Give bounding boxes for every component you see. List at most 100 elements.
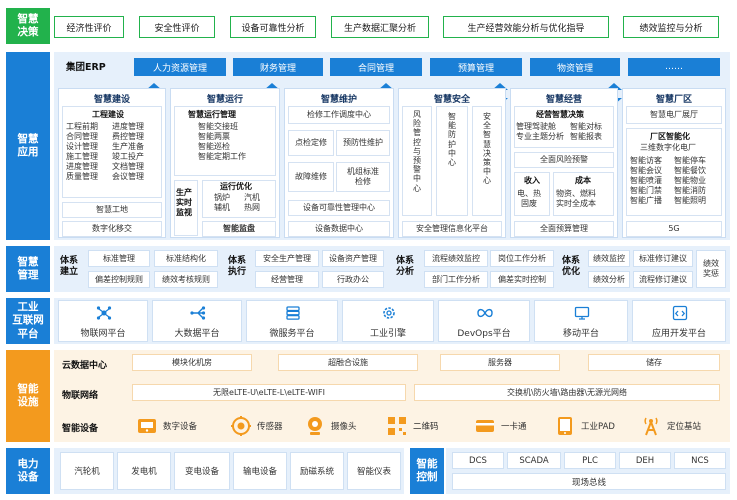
platform-iot[interactable]: 物联网平台 [58, 300, 148, 342]
mgmt-item[interactable]: 标准管理 [88, 250, 150, 267]
device-base-station-label: 定位基站 [667, 422, 702, 432]
decision-item-performance[interactable]: 绩效监控与分析 [623, 16, 719, 38]
power-meter[interactable]: 智能仪表 [347, 452, 401, 490]
decision-item-efficiency[interactable]: 生产经营效能分析与优化指导 [443, 16, 609, 38]
decision-item-economy[interactable]: 经济性评价 [54, 16, 124, 38]
device-card[interactable]: 一卡通 [474, 413, 527, 439]
construction-title: 智慧建设 [93, 95, 130, 105]
decision-item-data[interactable]: 生产数据汇聚分析 [331, 16, 429, 38]
plant-5g[interactable]: 5G [626, 221, 722, 237]
device-digital[interactable]: 数字设备 [136, 413, 197, 439]
erp-contract[interactable]: 合同管理 [330, 58, 422, 76]
platform-devops[interactable]: DevOps平台 [438, 300, 530, 342]
mgmt-item[interactable]: 标准修订建议 [633, 250, 693, 267]
device-pad[interactable]: 工业PAD [554, 413, 615, 439]
digital-handover[interactable]: 数字化移交 [62, 221, 162, 237]
maintenance-d[interactable]: 机组标准 检修 [336, 162, 390, 192]
fieldbus[interactable]: 现场总线 [452, 473, 726, 490]
smart-monitor[interactable]: 智能监盘 [202, 221, 276, 237]
device-qrcode-label: 二维码 [413, 422, 439, 432]
cloud-item[interactable]: 服务器 [440, 354, 560, 371]
erp-materials[interactable]: 物资管理 [530, 58, 620, 76]
platform-devops-label: DevOps平台 [457, 329, 511, 339]
mgmt-item[interactable]: 标准结构化 [154, 250, 218, 267]
mgmt-item[interactable]: 偏差实时控制 [490, 271, 554, 288]
cloud-item[interactable]: 储存 [588, 354, 720, 371]
device-camera[interactable]: 摄像头 [304, 413, 357, 439]
mgmt-item[interactable]: 偏差控制规则 [88, 271, 150, 288]
equipment-data-center[interactable]: 设备数据中心 [288, 221, 390, 237]
maintenance-a[interactable]: 点检定修 [288, 130, 334, 156]
platform-appdev-label: 应用开发平台 [651, 329, 706, 339]
maintenance-b[interactable]: 预防性维护 [336, 130, 390, 156]
mgmt-item[interactable]: 绩效分析 [588, 271, 630, 288]
control-plc[interactable]: PLC [564, 452, 616, 469]
network-item-wired[interactable]: 交换机\防火墙\路由器\无源光网络 [414, 384, 720, 401]
appdev-icon [672, 305, 688, 321]
maintenance-center[interactable]: 检修工作调度中心 [288, 106, 390, 124]
control-dcs[interactable]: DCS [452, 452, 504, 469]
erp-finance[interactable]: 财务管理 [233, 58, 323, 76]
power-excitation[interactable]: 励磁系统 [290, 452, 344, 490]
control-ncs[interactable]: NCS [674, 452, 726, 469]
optimization-right: 汽机 热网 [244, 193, 260, 212]
network-item-wireless[interactable]: 无限eLTE-U\eLTE-L\eLTE-WIFI [132, 384, 406, 401]
decision-item-safety[interactable]: 安全性评价 [139, 16, 215, 38]
power-substation[interactable]: 变电设备 [174, 452, 230, 490]
risk-warning[interactable]: 全面风险预警 [514, 152, 614, 168]
erp-hr[interactable]: 人力资源管理 [134, 58, 226, 76]
mgmt-item[interactable]: 绩效考核规则 [154, 271, 218, 288]
platform-engine[interactable]: 工业引擎 [342, 300, 434, 342]
platform-microservice[interactable]: 微服务平台 [246, 300, 338, 342]
mgmt-item[interactable]: 安全生产管理 [255, 250, 319, 267]
live-monitor[interactable] [174, 180, 198, 236]
mgmt-item[interactable]: 设备资产管理 [322, 250, 384, 267]
safety-platform[interactable]: 安全管理信息化平台 [402, 221, 502, 237]
mgmt-item[interactable]: 绩效监控 [588, 250, 630, 267]
mgmt-item[interactable]: 部门工作分析 [424, 271, 488, 288]
safety-box-2[interactable] [436, 106, 468, 216]
power-transmission[interactable]: 输电设备 [233, 452, 287, 490]
decision-item-reliability[interactable]: 设备可靠性分析 [230, 16, 316, 38]
operation-list: 智能交接班 智能两票 智能巡检 智能定期工作 [198, 122, 246, 161]
mgmt-item[interactable]: 流程修订建议 [633, 271, 693, 288]
power-turbine[interactable]: 汽轮机 [60, 452, 114, 490]
erp-more[interactable]: …… [628, 58, 720, 76]
plant-list-left: 智能访客 智能会议 智能喷灌 智能门禁 智能广播 [630, 156, 662, 205]
mgmt-item[interactable]: 行政办公 [322, 271, 384, 288]
device-sensor[interactable]: 传感器 [230, 413, 283, 439]
cost-box[interactable] [553, 172, 614, 216]
income-box[interactable] [514, 172, 550, 216]
platform-microservice-label: 微服务平台 [269, 329, 315, 339]
income-list: 电、热 固废 [517, 189, 541, 208]
control-scada[interactable]: SCADA [507, 452, 561, 469]
cloud-item[interactable]: 模块化机房 [132, 354, 252, 371]
device-qrcode[interactable]: 二维码 [386, 413, 439, 439]
plant-subtitle: 厂区智能化 [650, 132, 690, 141]
cloud-item[interactable]: 超融合设施 [278, 354, 418, 371]
maintenance-c[interactable]: 故障维修 [288, 162, 334, 192]
plant-hall[interactable]: 智慧电厂展厅 [626, 106, 722, 124]
safety-box-3[interactable] [472, 106, 502, 216]
mgmt-item[interactable]: 流程绩效监控 [424, 250, 488, 267]
smart-site[interactable]: 智慧工地 [62, 202, 162, 218]
power-generator[interactable]: 发电机 [117, 452, 171, 490]
construction-box [62, 106, 162, 198]
facilities-label: 智能 设施 [6, 350, 50, 442]
mgmt-item-reward[interactable]: 绩效 奖惩 [696, 250, 726, 288]
optimization-left: 锅炉 辅机 [214, 193, 230, 212]
engine-icon [383, 307, 395, 319]
platform-mobile[interactable]: 移动平台 [534, 300, 628, 342]
erp-budget[interactable]: 预算管理 [430, 58, 522, 76]
mgmt-item[interactable]: 岗位工作分析 [490, 250, 554, 267]
reliability-center[interactable]: 设备可靠性管理中心 [288, 200, 390, 216]
device-base-station[interactable]: 定位基站 [640, 413, 701, 439]
safety-title: 智慧安全 [433, 95, 470, 105]
mgmt-item[interactable]: 经营管理 [255, 271, 319, 288]
control-deh[interactable]: DEH [619, 452, 671, 469]
safety-box-1[interactable] [402, 106, 432, 216]
platform-appdev[interactable]: 应用开发平台 [632, 300, 726, 342]
platform-iot-label: 物联网平台 [80, 329, 126, 339]
platform-bigdata[interactable]: 大数据平台 [152, 300, 242, 342]
budget-management[interactable]: 全面预算管理 [514, 221, 614, 237]
